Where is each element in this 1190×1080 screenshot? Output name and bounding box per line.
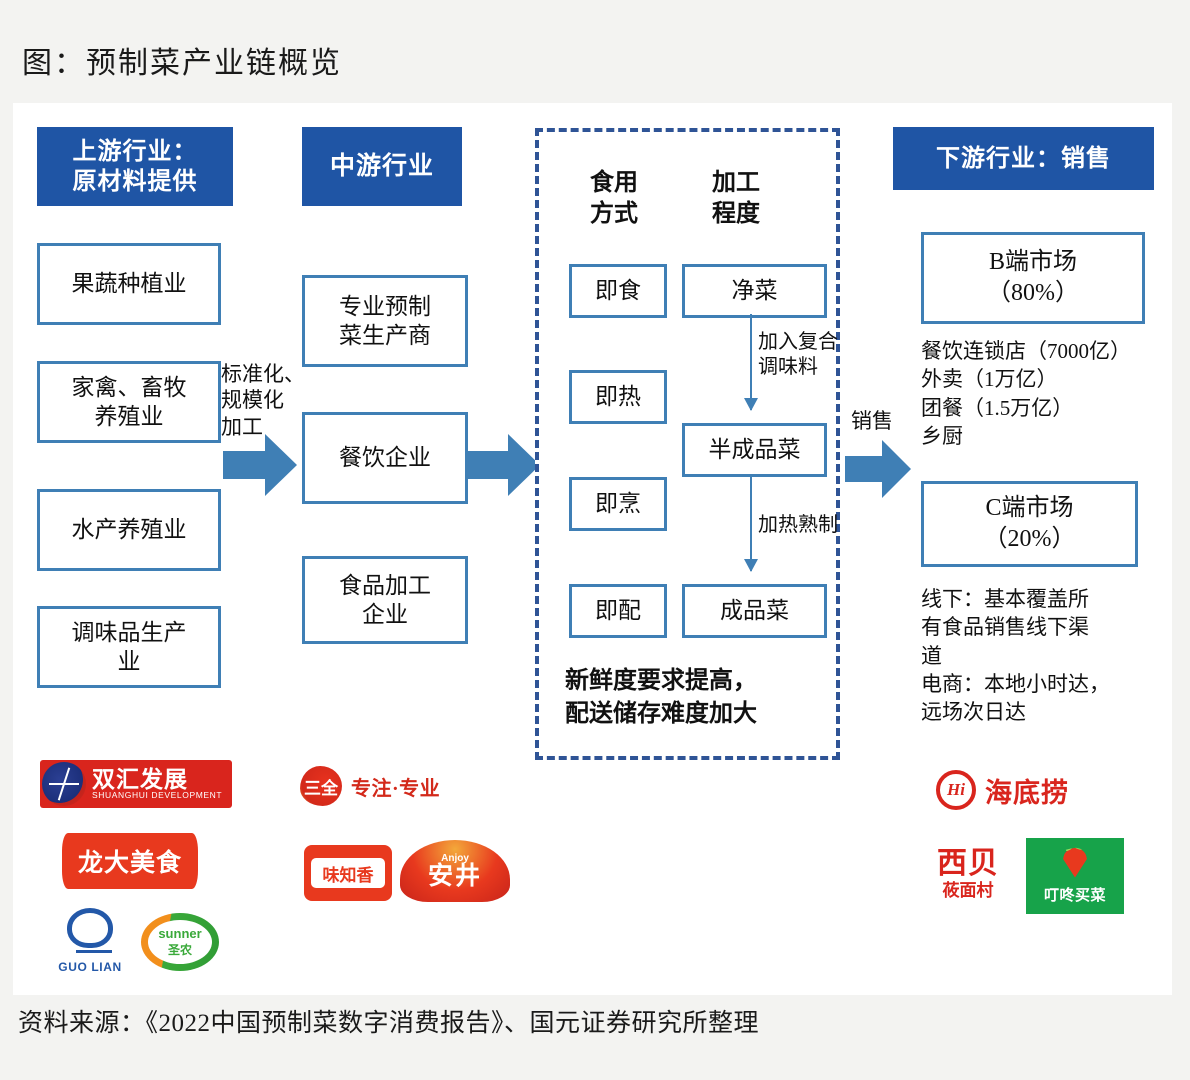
- dingdong-logo-text: 叮咚买菜: [1043, 887, 1106, 904]
- haidilao-circle-icon: Hi: [936, 770, 976, 810]
- process-box-semi-finished-dish[interactable]: 半成品菜: [682, 423, 827, 477]
- shuanghui-logo-en: SHUANGHUI DEVELOPMENT: [92, 790, 223, 801]
- sunner-logo-inner: sunner 圣农: [148, 920, 212, 964]
- midstream-box-catering-company[interactable]: 餐饮企业: [302, 412, 468, 504]
- process-box-clean-vegetables[interactable]: 净菜: [682, 264, 827, 318]
- haidilao-logo-text: 海底捞: [985, 777, 1069, 808]
- downstream-c-market-details: 线下：基本覆盖所 有食品销售线下渠 道 电商：本地小时达， 远场次日达: [921, 587, 1110, 725]
- midstream-box-prepared-food-maker[interactable]: 专业预制 菜生产商: [302, 275, 468, 367]
- guolian-logo: GUO LIAN: [56, 908, 124, 974]
- midstream-banner: 中游行业: [302, 127, 462, 206]
- arrow-label-sales: 销售: [851, 409, 893, 433]
- process-column-header-processing-level: 加工 程度: [712, 170, 760, 228]
- upstream-box-aquaculture[interactable]: 水产养殖业: [37, 489, 221, 571]
- upstream-box-condiment[interactable]: 调味品生产 业: [37, 606, 221, 688]
- anjoy-logo-cn: 安井: [427, 863, 482, 890]
- guolian-fish-icon: [67, 908, 113, 953]
- upstream-box-poultry-livestock[interactable]: 家禽、畜牧 养殖业: [37, 361, 221, 443]
- upstream-box-fruit-vegetable[interactable]: 果蔬种植业: [37, 243, 221, 325]
- arrow-label-standardization: 标准化、 规模化 加工: [221, 362, 305, 439]
- upstream-banner: 上游行业： 原材料提供: [37, 127, 233, 206]
- process-arrow-to-finished: [744, 474, 758, 572]
- shuanghui-logo-cn: 双汇发展: [92, 766, 188, 792]
- dingdong-maicai-logo: 叮咚买菜: [1026, 838, 1124, 914]
- arrow-upstream-to-midstream: [223, 434, 297, 496]
- process-box-ready-to-assemble[interactable]: 即配: [569, 584, 667, 638]
- midstream-box-food-processing-company[interactable]: 食品加工 企业: [302, 556, 468, 644]
- weizhixiang-logo: 味知香: [304, 845, 392, 901]
- process-box-ready-to-heat[interactable]: 即热: [569, 370, 667, 424]
- weizhixiang-logo-text: 味知香: [311, 858, 385, 888]
- process-arrow-to-semi-finished: [744, 314, 758, 411]
- radish-icon: [1063, 847, 1087, 878]
- sunner-logo-cn: 圣农: [167, 943, 192, 957]
- process-transition-label-seasoning: 加入复合 调味料: [758, 331, 838, 378]
- sunner-logo-en: sunner: [158, 926, 202, 941]
- xibei-logo-line1: 西贝: [937, 846, 999, 880]
- process-transition-label-cooking: 加热熟制: [758, 514, 838, 536]
- process-box-ready-to-cook[interactable]: 即烹: [569, 477, 667, 531]
- process-box-ready-to-eat[interactable]: 即食: [569, 264, 667, 318]
- downstream-box-b-market[interactable]: B端市场 （80%）: [921, 232, 1145, 324]
- downstream-banner: 下游行业：销售: [893, 127, 1154, 190]
- source-note: 资料来源：《2022中国预制菜数字消费报告》、国元证券研究所整理: [18, 1010, 760, 1037]
- haidilao-logo: Hi 海底捞: [936, 768, 1096, 812]
- process-box-finished-dish[interactable]: 成品菜: [682, 584, 827, 638]
- downstream-box-c-market[interactable]: C端市场 （20%）: [921, 481, 1138, 567]
- anjoy-logo: Anjoy 安井: [400, 840, 510, 902]
- process-note: 新鲜度要求提高， 配送储存难度加大: [565, 668, 757, 727]
- sunner-shengnong-logo: sunner 圣农: [141, 913, 219, 971]
- sanquan-logo: 三全 专注·专业: [300, 765, 470, 807]
- anjoy-logo-en: Anjoy: [441, 853, 469, 864]
- page-title: 图：预制菜产业链概览: [22, 47, 342, 80]
- process-column-header-eating-mode: 食用 方式: [590, 170, 638, 228]
- guolian-logo-text: GUO LIAN: [58, 960, 122, 974]
- xibei-youmiancun-logo: 西贝 莜面村: [925, 841, 1011, 909]
- sanquan-badge-icon: 三全: [300, 766, 342, 806]
- arrow-process-to-downstream: [845, 440, 911, 498]
- xibei-logo-line2: 莜面村: [942, 880, 994, 900]
- downstream-b-market-details: 餐饮连锁店（7000亿） 外卖（1万亿） 团餐（1.5万亿） 乡厨: [921, 339, 1131, 449]
- shuanghui-globe-icon: [42, 762, 86, 806]
- sanquan-slogan: 专注·专业: [351, 777, 441, 800]
- shuanghui-development-logo: 双汇发展 SHUANGHUI DEVELOPMENT: [40, 760, 232, 808]
- shuanghui-logo-text: 双汇发展 SHUANGHUI DEVELOPMENT: [92, 766, 223, 801]
- arrow-midstream-to-process: [466, 434, 540, 496]
- longda-meishi-logo: 龙大美食: [62, 833, 198, 889]
